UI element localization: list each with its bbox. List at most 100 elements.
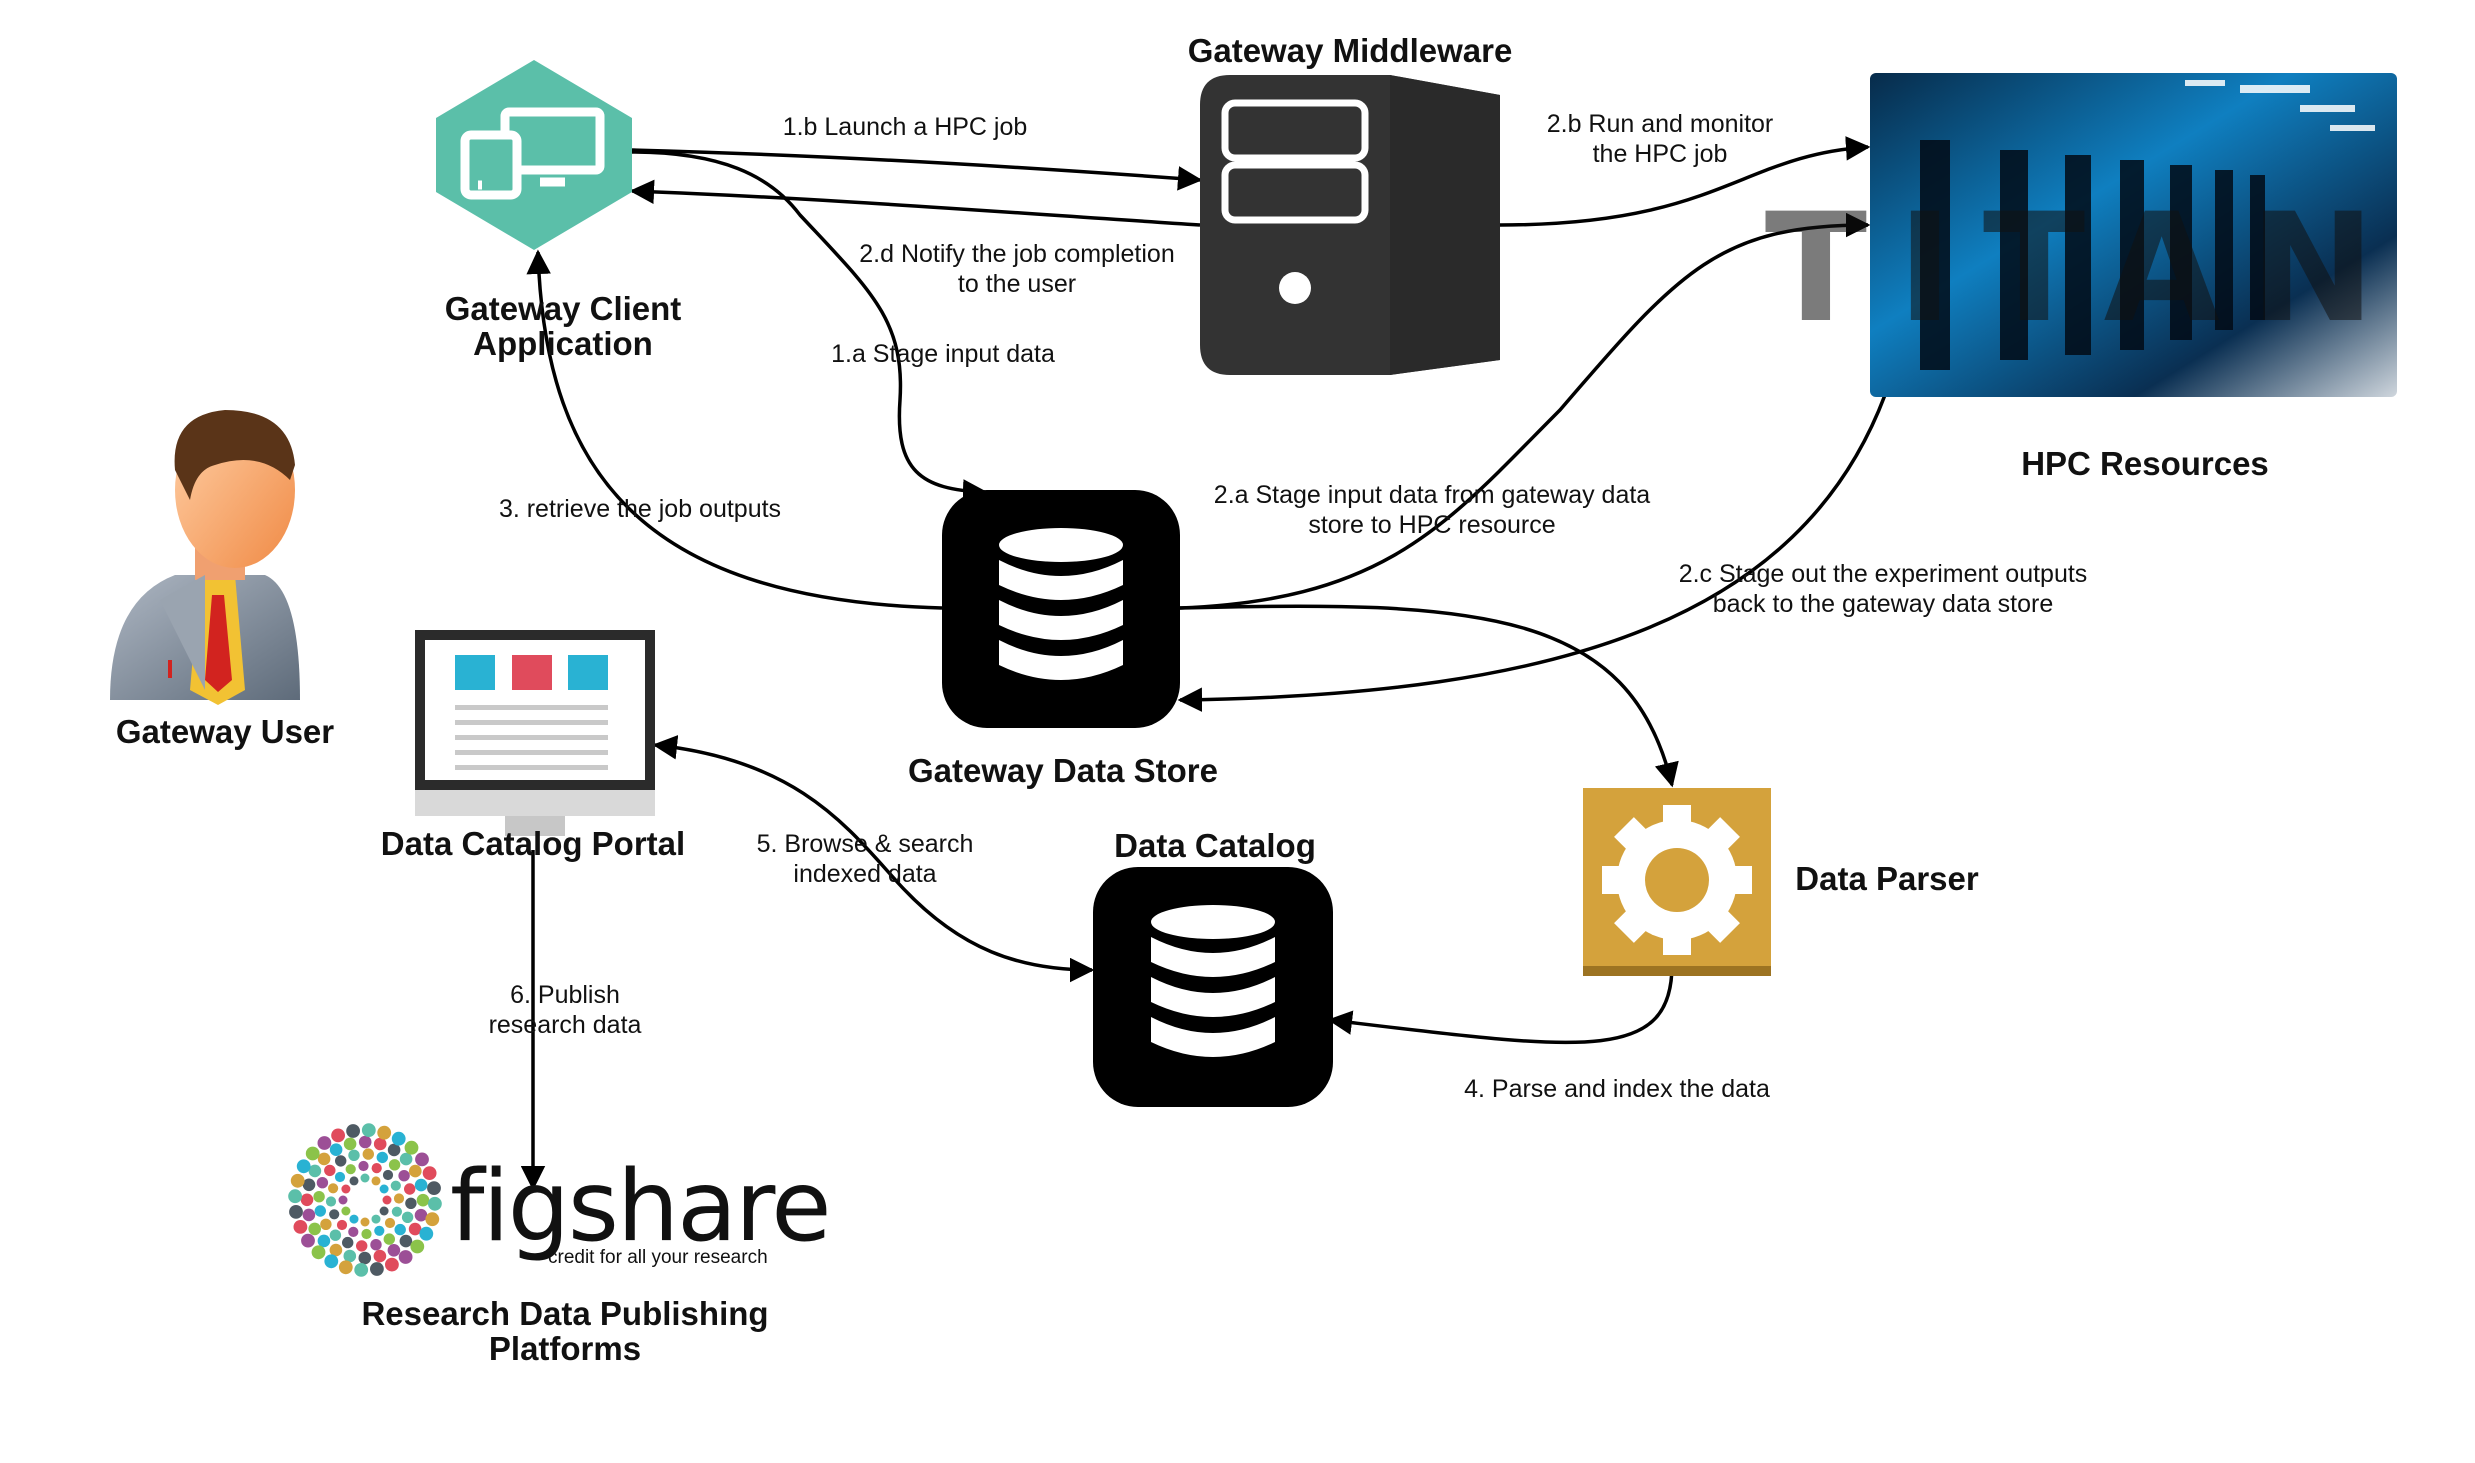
figshare-dot	[399, 1152, 413, 1166]
publishing-label-1: Research Data Publishing	[361, 1295, 768, 1332]
gateway-client-node[interactable]	[436, 60, 632, 250]
figshare-dot	[425, 1212, 440, 1227]
edge-label-3: 3. retrieve the job outputs	[499, 495, 781, 523]
figshare-dot	[404, 1140, 419, 1155]
gateway-data-store-node[interactable]	[942, 490, 1180, 728]
data-parser-label: Data Parser	[1795, 860, 1979, 897]
hpc-resources-label: HPC Resources	[2021, 445, 2269, 482]
edge-labels: 1.b Launch a HPC job 2.d Notify the job …	[489, 110, 2088, 1103]
figshare-dot	[308, 1222, 322, 1236]
figshare-dot	[329, 1209, 340, 1220]
figshare-dot	[314, 1205, 326, 1217]
gateway-client-label-2: Application	[473, 325, 653, 362]
figshare-logo[interactable]: figshare credit for all your research	[288, 1123, 832, 1277]
figshare-dot	[379, 1206, 389, 1216]
figshare-dot	[343, 1249, 357, 1263]
figshare-dot	[361, 1228, 372, 1240]
figshare-dot	[338, 1195, 348, 1205]
edge-label-2c-2: back to the gateway data store	[1713, 590, 2054, 618]
figshare-dot	[354, 1263, 369, 1277]
edge-store-to-parser	[1179, 604, 1679, 788]
edge-label-2a-2: store to HPC resource	[1308, 511, 1555, 539]
data-catalog-label: Data Catalog	[1114, 827, 1316, 864]
gateway-user-label: Gateway User	[116, 713, 334, 750]
user-avatar-icon[interactable]	[110, 410, 300, 705]
figshare-dot	[409, 1164, 422, 1178]
data-parser-node[interactable]	[1583, 788, 1771, 976]
figshare-dot	[398, 1250, 413, 1264]
figshare-dot	[391, 1206, 402, 1217]
figshare-dot	[338, 1260, 353, 1275]
edge-stage-input-data	[631, 150, 988, 504]
figshare-dot	[335, 1155, 347, 1167]
figshare-dot	[317, 1234, 331, 1248]
figshare-dot	[289, 1205, 303, 1219]
figshare-tagline: credit for all your research	[548, 1247, 768, 1268]
edge-launch-hpc-job	[631, 148, 1203, 191]
figshare-dot	[331, 1128, 345, 1143]
figshare-dot	[401, 1211, 414, 1224]
edge-label-5-1: 5. Browse & search	[757, 830, 974, 858]
edge-browse-search	[652, 735, 1095, 983]
data-catalog-node[interactable]	[1093, 867, 1333, 1107]
edge-label-2c-1: 2.c Stage out the experiment outputs	[1679, 560, 2088, 588]
figshare-dot	[345, 1164, 356, 1175]
figshare-dot	[358, 1251, 372, 1265]
figshare-dot	[383, 1233, 395, 1245]
edge-notify-completion	[629, 179, 1201, 227]
figshare-dot	[371, 1176, 381, 1186]
figshare-dot	[428, 1196, 442, 1211]
figshare-dot	[346, 1124, 360, 1138]
server-tower-icon[interactable]	[1200, 75, 1500, 375]
figshare-dot	[419, 1226, 434, 1241]
edge-label-1a: 1.a Stage input data	[831, 340, 1055, 368]
figshare-dot	[325, 1196, 337, 1207]
supercomputer-photo[interactable]: TITAN	[1765, 73, 2405, 397]
figshare-dot	[376, 1151, 388, 1164]
figshare-dot	[320, 1218, 332, 1231]
publishing-label-2: Platforms	[489, 1330, 641, 1367]
figshare-dot	[388, 1159, 401, 1171]
figshare-dot	[329, 1143, 343, 1156]
monitor-icon[interactable]	[415, 630, 655, 836]
figshare-dot	[341, 1206, 351, 1216]
figshare-dot	[414, 1178, 428, 1192]
figshare-dot	[398, 1170, 410, 1182]
edge-label-2b-2: the HPC job	[1593, 140, 1728, 168]
figshare-dot	[328, 1183, 339, 1194]
figshare-dot	[408, 1222, 422, 1236]
figshare-dot	[317, 1136, 332, 1150]
figshare-dot	[334, 1171, 346, 1183]
figshare-dot	[371, 1163, 382, 1174]
edge-label-2a-1: 2.a Stage input data from gateway data	[1214, 481, 1650, 509]
figshare-dot	[293, 1220, 308, 1234]
figshare-dot	[373, 1137, 387, 1151]
data-catalog-portal-label: Data Catalog Portal	[381, 825, 685, 862]
figshare-dot	[382, 1169, 394, 1181]
figshare-dot	[422, 1166, 437, 1180]
figshare-dot	[316, 1177, 329, 1189]
figshare-dot	[358, 1135, 372, 1149]
figshare-dot	[391, 1131, 406, 1146]
figshare-dot	[348, 1226, 359, 1237]
figshare-dot	[302, 1208, 316, 1222]
edge-label-6-2: research data	[489, 1011, 642, 1039]
figshare-dot	[404, 1183, 416, 1195]
figshare-dot	[399, 1234, 413, 1248]
figshare-dot	[308, 1164, 322, 1178]
database-icon	[1151, 905, 1275, 1057]
figshare-dot	[356, 1240, 368, 1252]
edge-label-2d-2: to the user	[958, 270, 1076, 298]
figshare-dot	[361, 1123, 376, 1137]
figshare-dot	[311, 1245, 326, 1260]
figshare-dot	[379, 1184, 389, 1194]
figshare-dot	[341, 1184, 351, 1194]
figshare-dot	[360, 1217, 370, 1227]
figshare-dot	[313, 1191, 325, 1203]
gateway-data-store-label: Gateway Data Store	[908, 752, 1218, 789]
edge-label-4: 4. Parse and index the data	[1464, 1075, 1770, 1103]
figshare-dot	[382, 1195, 392, 1205]
figshare-dot	[387, 1143, 401, 1157]
edge-stage-to-hpc	[1179, 212, 1871, 610]
